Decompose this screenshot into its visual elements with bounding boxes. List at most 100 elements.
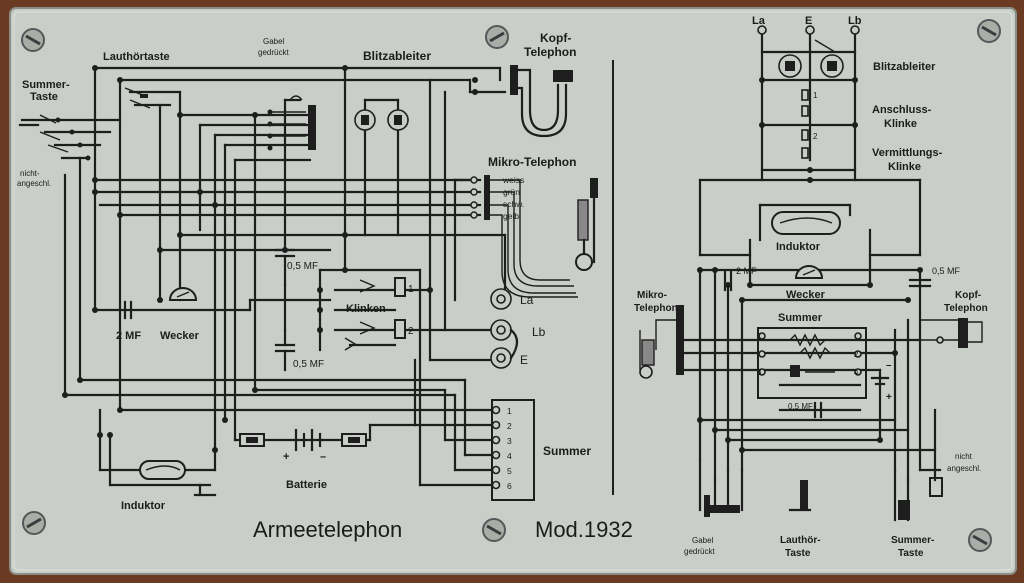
screw-icon bbox=[22, 511, 46, 535]
label-weiss: weiss bbox=[502, 175, 524, 185]
screw-icon bbox=[485, 25, 509, 49]
left-jack-klinke-2 bbox=[344, 319, 406, 351]
label-r-minus: – bbox=[886, 360, 892, 371]
left-headphone-icon bbox=[472, 65, 573, 138]
r-summer-terminal-2: 2 bbox=[854, 350, 859, 359]
plate-model: Mod.1932 bbox=[535, 517, 633, 542]
label-cap-2mf: 2 MF bbox=[116, 330, 141, 342]
right-handset-icon bbox=[639, 305, 684, 379]
right-terminal-e bbox=[805, 25, 815, 35]
right-jack-klinke-1 bbox=[801, 89, 809, 117]
label-gabel-gedrueckt-2: gedrückt bbox=[258, 48, 289, 57]
label-r-cap-05mf-a: 0,5 MF bbox=[932, 266, 961, 276]
summer-terminal-2: 2 bbox=[507, 421, 512, 431]
label-r-vermittlung-1: Vermittlungs- bbox=[872, 147, 943, 159]
left-handset-icon bbox=[470, 175, 598, 298]
label-r-klinke-1: 1 bbox=[813, 91, 818, 100]
screw-icon bbox=[977, 19, 1001, 43]
summer-terminal-6: 6 bbox=[507, 481, 512, 491]
left-capacitor-icon bbox=[274, 328, 296, 372]
label-r-anschluss-1: Anschluss- bbox=[872, 104, 932, 116]
label-nicht-1: nicht- bbox=[20, 169, 40, 178]
right-lightning-arrester bbox=[778, 54, 844, 78]
label-r-summertaste-1: Summer- bbox=[891, 535, 934, 546]
right-gabel-contact bbox=[704, 495, 740, 517]
label-la: La bbox=[520, 293, 534, 307]
left-switch-contacts bbox=[18, 87, 316, 161]
left-battery-icon bbox=[239, 428, 367, 452]
label-lauthoertaste: Lauthörtaste bbox=[103, 51, 170, 63]
summer-terminal-5: 5 bbox=[507, 466, 512, 476]
left-lightning-arrester bbox=[354, 109, 409, 131]
right-buzzer-block bbox=[758, 332, 862, 377]
screw-icon bbox=[482, 518, 506, 542]
left-capacitor-icon bbox=[274, 248, 296, 287]
label-r-wecker: Wecker bbox=[786, 289, 826, 301]
label-r-nicht-1: nicht bbox=[955, 452, 973, 461]
label-lb: Lb bbox=[532, 325, 546, 339]
left-ground-link bbox=[509, 328, 519, 360]
label-kopf-1: Kopf- bbox=[540, 31, 571, 45]
right-terminal-lb bbox=[850, 25, 860, 35]
label-r-lb: Lb bbox=[848, 15, 862, 27]
left-inductor-icon bbox=[139, 460, 186, 480]
label-batterie: Batterie bbox=[286, 479, 327, 491]
label-r-gabel-1: Gabel bbox=[692, 536, 714, 545]
label-summer: Summer bbox=[543, 444, 591, 458]
label-r-lauthoer-1: Lauthör- bbox=[780, 535, 821, 546]
label-r-kopf-2: Telephon bbox=[944, 303, 988, 314]
label-r-lauthoer-2: Taste bbox=[785, 548, 811, 559]
left-bell-icon bbox=[168, 287, 198, 301]
label-r-la: La bbox=[752, 15, 766, 27]
label-cap-05mf-a: 0,5 MF bbox=[287, 261, 318, 272]
label-cap-05mf-b: 0,5 MF bbox=[293, 359, 324, 370]
summer-terminal-4: 4 bbox=[507, 451, 512, 461]
right-capacitor-icon bbox=[908, 278, 932, 288]
label-r-klinke-2: 2 bbox=[813, 132, 818, 141]
right-schematic-wires bbox=[682, 30, 942, 522]
left-capacitor-icon bbox=[123, 300, 133, 320]
label-r-cap-05mf-b: 0,5 MF bbox=[788, 402, 813, 411]
label-summer-taste-line: Taste bbox=[30, 91, 58, 103]
label-r-e: E bbox=[805, 15, 812, 27]
label-r-blitzableiter: Blitzableiter bbox=[873, 61, 936, 73]
label-mikro-telephon: Mikro-Telephon bbox=[488, 155, 576, 169]
plate-title: Armeetelephon bbox=[253, 517, 402, 542]
label-minus: – bbox=[320, 451, 326, 463]
right-bell-icon bbox=[794, 265, 824, 279]
right-junction-dots bbox=[697, 77, 923, 453]
left-buzzer-block bbox=[491, 399, 535, 501]
label-r-kopf-1: Kopf- bbox=[955, 290, 981, 301]
screw-icon bbox=[21, 28, 45, 52]
left-jack-klinke-1 bbox=[359, 277, 406, 297]
label-r-induktor: Induktor bbox=[776, 241, 821, 253]
label-summer-taste: Summer-Taste bbox=[22, 79, 70, 103]
right-lauthoer-key bbox=[788, 480, 812, 512]
right-jack-klinke-2 bbox=[801, 129, 809, 159]
right-headphone-icon bbox=[920, 318, 983, 348]
label-wecker: Wecker bbox=[160, 330, 200, 342]
label-plus: + bbox=[283, 451, 289, 463]
label-klinke-2: 2 bbox=[408, 326, 414, 337]
left-junction-dots bbox=[62, 65, 433, 453]
r-summer-terminal-1: 1 bbox=[757, 332, 762, 341]
label-blitzableiter: Blitzableiter bbox=[363, 49, 431, 63]
right-capacitor-icon bbox=[813, 401, 823, 419]
summer-terminal-1: 1 bbox=[507, 406, 512, 416]
label-r-gabel-2: gedrückt bbox=[684, 547, 715, 556]
label-r-summertaste-2: Taste bbox=[898, 548, 924, 559]
label-nicht-2: angeschl. bbox=[17, 179, 51, 188]
label-schw: schw. bbox=[503, 199, 524, 209]
right-terminal-la bbox=[757, 25, 767, 35]
plate-highlight bbox=[13, 11, 1013, 571]
label-induktor: Induktor bbox=[121, 500, 166, 512]
label-r-summer: Summer bbox=[778, 312, 823, 324]
summer-terminal-3: 3 bbox=[507, 436, 512, 446]
right-battery-icon bbox=[870, 376, 890, 386]
label-summer-taste-line: Summer- bbox=[22, 79, 70, 91]
label-r-plus: + bbox=[886, 392, 892, 403]
label-r-mikro-2: Telephon bbox=[634, 303, 678, 314]
label-gruen: grün bbox=[503, 187, 520, 197]
